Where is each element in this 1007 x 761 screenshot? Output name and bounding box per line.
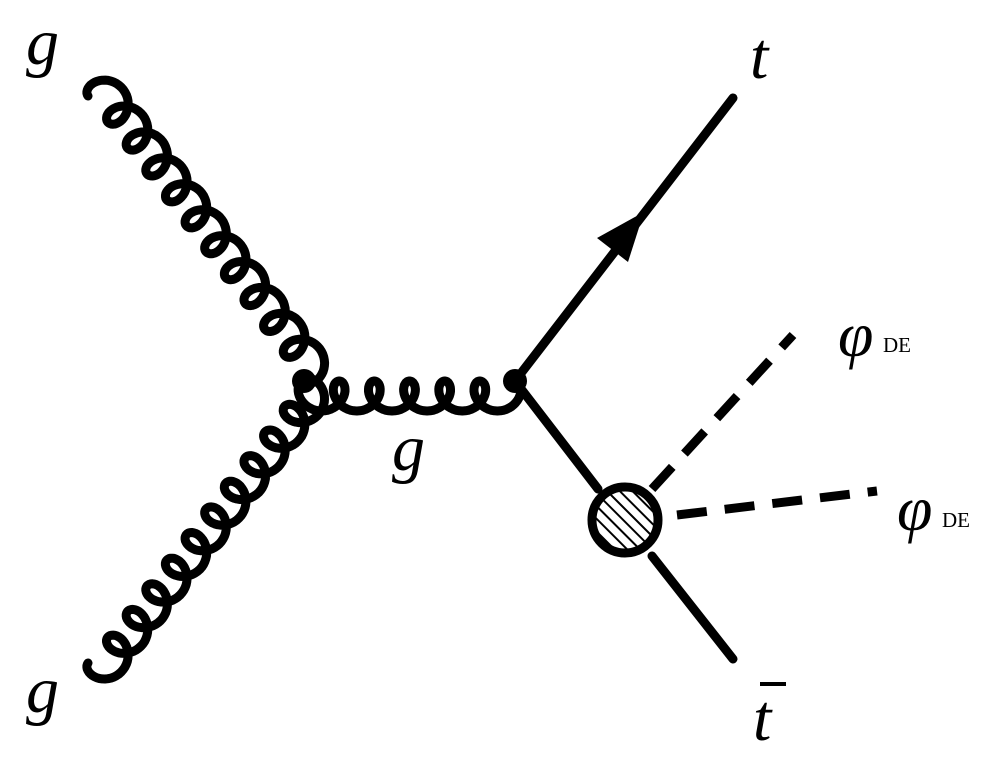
antitop-line-upper	[510, 376, 603, 494]
scalar-line-upper	[648, 331, 797, 493]
scalar-line-lower	[676, 486, 878, 520]
gluon-line-internal	[293, 376, 526, 416]
label-top-quark: t	[750, 20, 770, 93]
effective-vertex-blob	[587, 482, 663, 558]
fermion-arrow	[597, 212, 644, 262]
vertex-top-production	[503, 369, 527, 393]
label-phi-de-upper: φ DE	[838, 299, 911, 370]
phi-symbol: φ	[838, 299, 873, 370]
vertex-gluon-merge	[292, 369, 316, 393]
label-gluon-bottom: g	[26, 654, 59, 727]
gluon-line-incoming-upper	[82, 75, 330, 388]
phi-symbol: φ	[897, 473, 932, 544]
label-gluon-top: g	[26, 6, 59, 79]
phi-subscript: DE	[942, 508, 970, 532]
label-gluon-internal: g	[392, 412, 425, 485]
label-phi-de-lower: φ DE	[897, 473, 970, 544]
label-antitop: t	[753, 682, 773, 755]
phi-subscript: DE	[883, 333, 911, 357]
gluon-line-incoming-lower	[82, 374, 329, 684]
antitop-line-lower	[647, 551, 738, 664]
